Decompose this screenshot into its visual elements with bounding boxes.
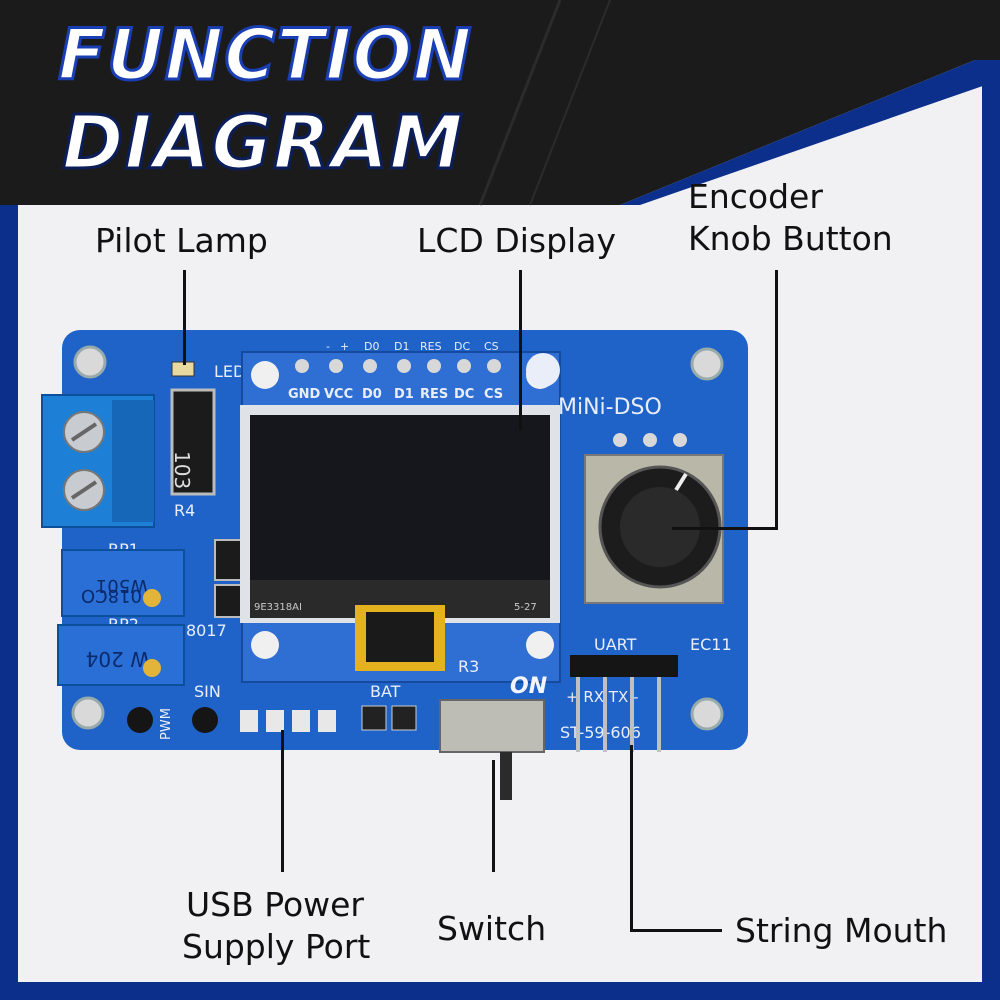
bat-label: BAT bbox=[370, 682, 401, 701]
brand-logo-icon bbox=[526, 353, 560, 387]
bat-pad bbox=[391, 705, 417, 731]
label-pilot-lamp: Pilot Lamp bbox=[95, 221, 268, 260]
oled-screen bbox=[250, 415, 550, 580]
brand-label: MiNi-DSO bbox=[558, 395, 662, 420]
switch-lever bbox=[500, 752, 512, 800]
encoder-knob-cap bbox=[620, 487, 700, 567]
pin-label: D0 bbox=[362, 387, 382, 402]
pin-label: RES bbox=[420, 387, 448, 402]
mount-hole-icon bbox=[251, 631, 279, 659]
rp1-code-2: 018CO bbox=[81, 585, 142, 606]
r3-label: R3 bbox=[458, 657, 479, 676]
label-encoder-line2: Knob Button bbox=[688, 219, 893, 258]
trim-screw-icon bbox=[143, 659, 161, 677]
pin-label: DC bbox=[454, 387, 474, 402]
pin-label-top: + bbox=[340, 340, 349, 353]
label-encoder-line1: Encoder bbox=[688, 177, 823, 216]
leader-line bbox=[519, 270, 522, 430]
mount-hole-icon bbox=[73, 345, 107, 379]
mount-hole-icon bbox=[690, 347, 724, 381]
pwm-jack-icon bbox=[127, 707, 153, 733]
uart-pin-labels: + RX TX - bbox=[566, 688, 638, 706]
pin-label-top: D0 bbox=[364, 340, 379, 353]
label-usb-line1: USB Power bbox=[186, 885, 365, 924]
rp2-code: W 204 bbox=[86, 647, 150, 671]
pin-label: GND bbox=[288, 387, 321, 402]
leader-line bbox=[630, 929, 722, 932]
usb-pads bbox=[240, 710, 336, 732]
banner-stripe bbox=[620, 60, 1000, 205]
oled-code-2: 5-27 bbox=[514, 602, 537, 613]
ec11-label: EC11 bbox=[690, 635, 732, 654]
oled-pin-header bbox=[295, 359, 501, 373]
leader-line bbox=[630, 745, 633, 930]
pin-label-top: D1 bbox=[394, 340, 409, 353]
title-banner bbox=[0, 0, 1000, 206]
on-label: ON bbox=[510, 674, 547, 699]
potentiometer-rp2 bbox=[57, 624, 185, 686]
uart-pins-down bbox=[576, 677, 661, 752]
leader-line bbox=[492, 760, 495, 872]
r4-label: R4 bbox=[174, 501, 195, 520]
chip-label: 8017 bbox=[186, 621, 227, 640]
pin-label: VCC bbox=[324, 387, 353, 402]
part-number: ST-59-606 bbox=[560, 723, 641, 742]
bat-pad bbox=[361, 705, 387, 731]
power-switch bbox=[439, 699, 545, 753]
potentiometer-rp1 bbox=[61, 549, 185, 617]
pin-label-top: CS bbox=[484, 340, 499, 353]
oled-flex-chip bbox=[366, 612, 434, 662]
mount-hole-icon bbox=[690, 697, 724, 731]
sin-label: SIN bbox=[194, 682, 221, 701]
pin-label-top: RES bbox=[420, 340, 442, 353]
leader-line bbox=[775, 270, 778, 530]
pin-label: CS bbox=[484, 387, 503, 402]
leader-line bbox=[672, 527, 778, 530]
label-lcd-display: LCD Display bbox=[417, 221, 616, 260]
leader-line bbox=[183, 270, 186, 365]
mount-hole-icon bbox=[526, 631, 554, 659]
mount-hole-icon bbox=[251, 361, 279, 389]
title-line-2: DIAGRAM bbox=[61, 99, 465, 188]
mount-hole-icon bbox=[71, 696, 105, 730]
label-switch: Switch bbox=[437, 909, 547, 948]
pwm-label: PWM bbox=[159, 708, 174, 740]
led-label: LED bbox=[214, 362, 245, 381]
label-string-mouth: String Mouth bbox=[735, 911, 948, 950]
pin-label: D1 bbox=[394, 387, 414, 402]
leader-line bbox=[281, 730, 284, 872]
title-line-1: FUNCTION bbox=[57, 13, 473, 98]
label-usb-line2: Supply Port bbox=[182, 927, 371, 966]
trim-screw-icon bbox=[143, 589, 161, 607]
banner-accent-line bbox=[478, 0, 562, 206]
oled-code: 9E3318AI bbox=[254, 602, 302, 613]
terminal-side bbox=[112, 400, 154, 522]
resistor-code: 103 bbox=[170, 451, 194, 489]
rp1-code: W501 bbox=[96, 575, 148, 596]
pin-label-top: DC bbox=[454, 340, 470, 353]
uart-label: UART bbox=[594, 635, 637, 654]
sin-jack-icon bbox=[192, 707, 218, 733]
resistor bbox=[170, 388, 216, 496]
banner-accent-line bbox=[529, 0, 611, 206]
pin-label-top: - bbox=[326, 340, 330, 353]
banner-dark-shape bbox=[0, 0, 1000, 205]
uart-header bbox=[570, 655, 678, 677]
encoder-pins bbox=[613, 433, 687, 447]
